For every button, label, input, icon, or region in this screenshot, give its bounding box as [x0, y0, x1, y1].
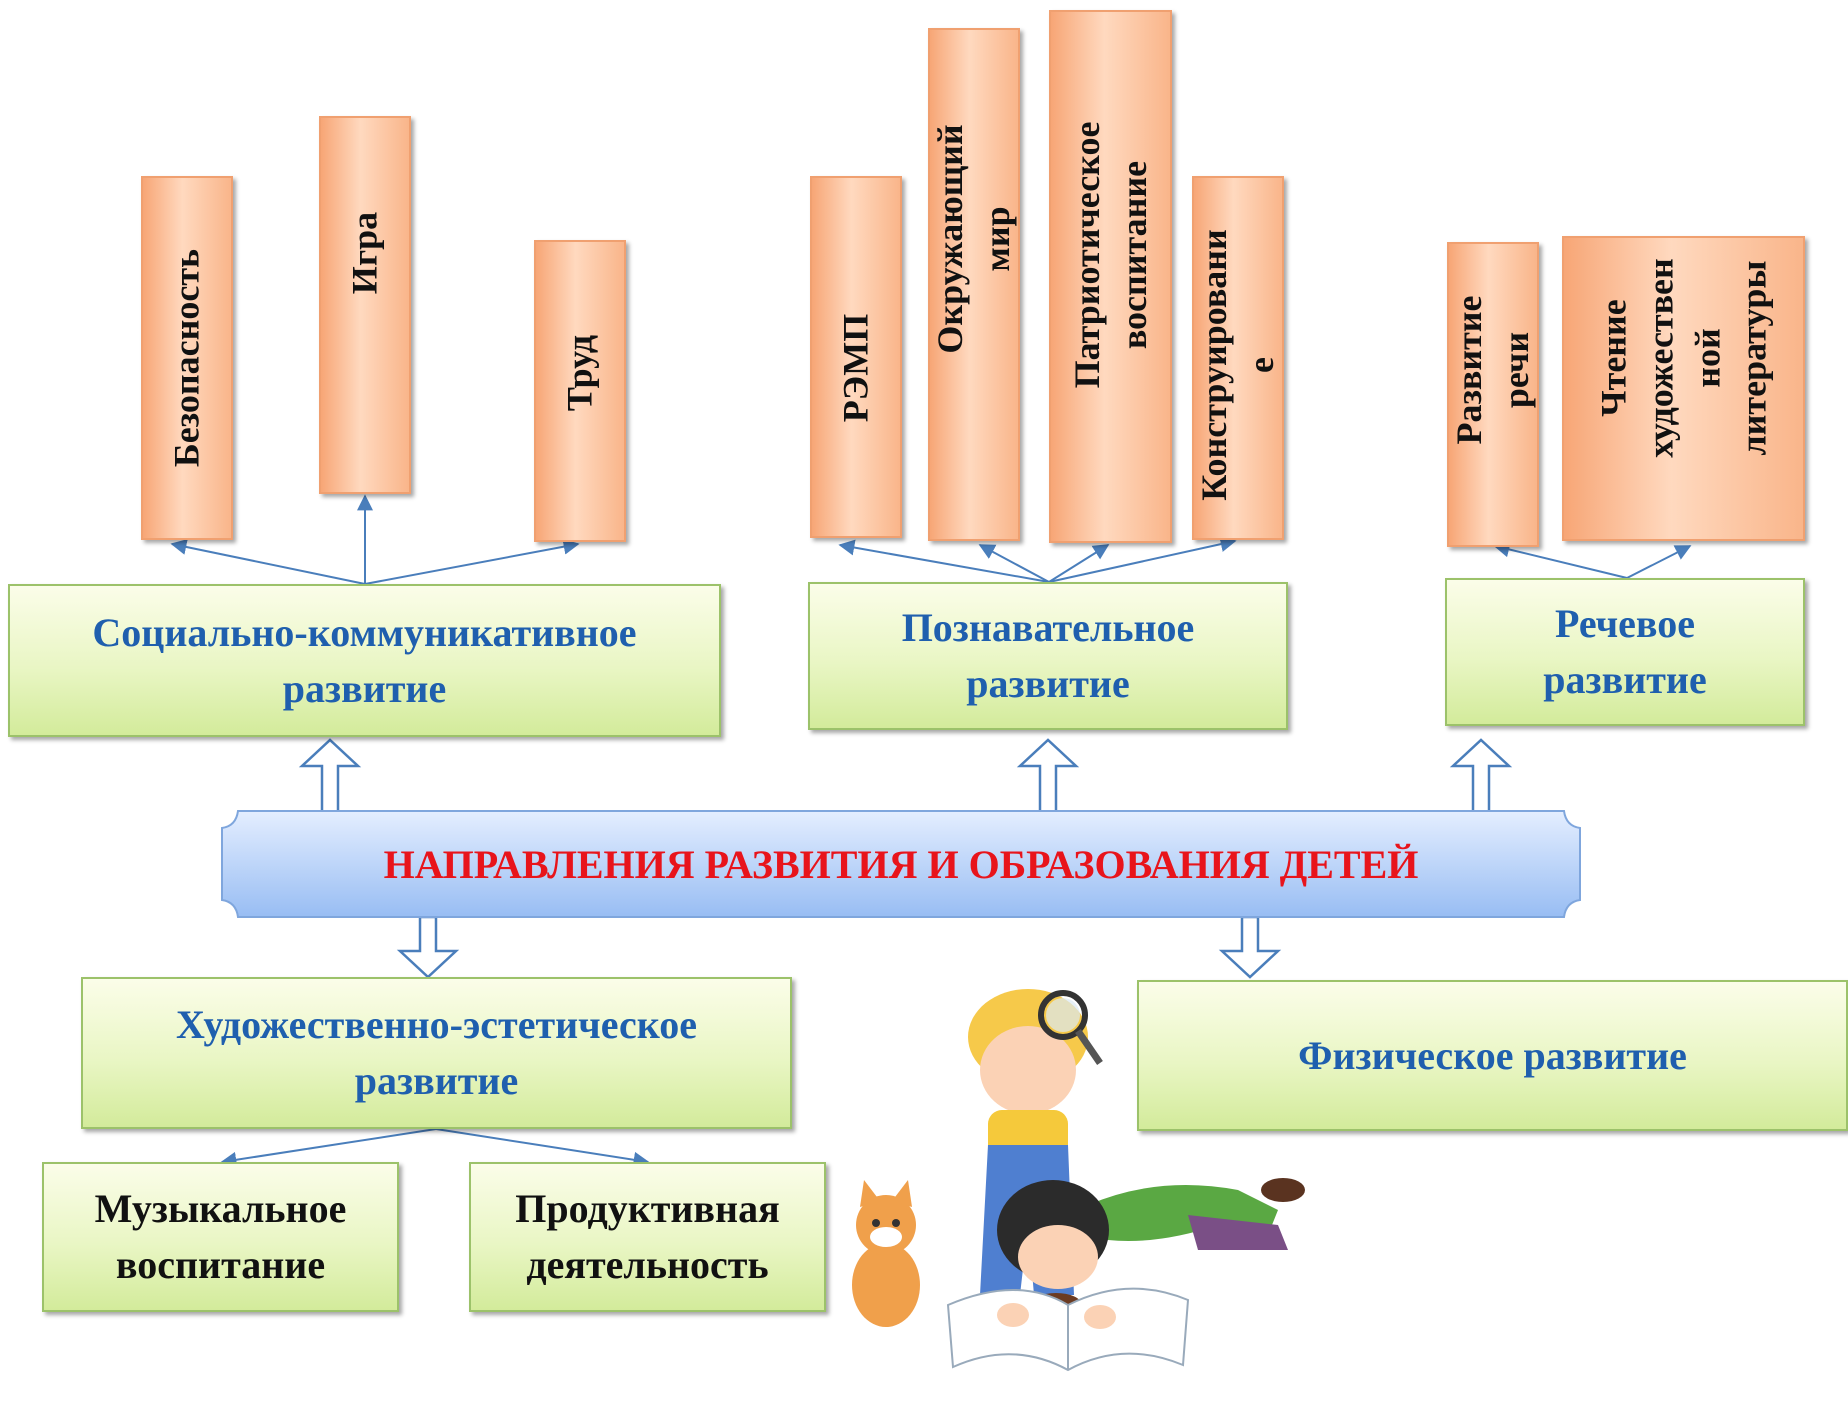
- area-artistic: Художественно-эстетическое развитие: [81, 977, 792, 1129]
- area-cognitive: Познавательное развитие: [808, 582, 1288, 730]
- arrow-up-social: [298, 738, 362, 814]
- artistic-connectors: [220, 1128, 650, 1168]
- arrow-up-cognitive: [1016, 738, 1080, 814]
- area-physical-label: Физическое развитие: [1298, 1032, 1687, 1078]
- subtopic-remp-label: РЭМП: [835, 313, 876, 422]
- center-banner: НАПРАВЛЕНИЯ РАЗВИТИЯ И ОБРАЗОВАНИЯ ДЕТЕЙ: [222, 811, 1580, 917]
- subtopic-construction: Конструировани е: [1192, 176, 1284, 540]
- subtopic-speech-dev: Развитие речи: [1447, 242, 1539, 547]
- subtopic-world: Окружающий мир: [928, 28, 1020, 541]
- subtopic-safety: Безопасность: [141, 176, 233, 540]
- subtopic-construction-label: Конструировани е: [1194, 229, 1281, 501]
- area-cognitive-label: Познавательное развитие: [901, 605, 1195, 706]
- subtopic-speech-dev-label: Развитие речи: [1449, 295, 1536, 445]
- subtopic-reading: Чтение художествен ной литературы: [1562, 236, 1805, 541]
- subtopic-patriotic-label: Патриотическое воспитание: [1066, 121, 1154, 389]
- social-connectors: [170, 494, 580, 585]
- subtopic-reading-label: Чтение художествен ной литературы: [1592, 258, 1774, 459]
- arrow-up-speech: [1449, 738, 1513, 814]
- area-speech: Речевое развитие: [1445, 578, 1805, 726]
- arrow-down-artistic: [396, 915, 460, 979]
- subtopic-patriotic: Патриотическое воспитание: [1049, 10, 1172, 543]
- arrow-down-physical: [1218, 915, 1282, 979]
- subtopic-remp: РЭМП: [810, 176, 902, 538]
- subtopic-play-label: Игра: [344, 211, 385, 294]
- area-social: Социально-коммуникативное развитие: [8, 584, 721, 737]
- subtopic-labor: Труд: [534, 240, 626, 542]
- subtopic-play: Игра: [319, 116, 411, 494]
- area-physical: Физическое развитие: [1137, 980, 1848, 1131]
- area-social-label: Социально-коммуникативное развитие: [92, 609, 637, 711]
- subtopic-music: Музыкальное воспитание: [42, 1162, 399, 1312]
- area-artistic-label: Художественно-эстетическое развитие: [176, 1002, 697, 1103]
- area-speech-label: Речевое развитие: [1543, 601, 1707, 702]
- speech-connectors: [1493, 541, 1692, 579]
- subtopic-world-label: Окружающий мир: [930, 124, 1017, 354]
- subtopic-safety-label: Безопасность: [166, 248, 207, 468]
- subtopic-productive-label: Продуктивная деятельность: [515, 1186, 780, 1287]
- center-banner-shape: [221, 810, 1581, 918]
- cognitive-connectors: [838, 536, 1237, 583]
- center-title: НАПРАВЛЕНИЯ РАЗВИТИЯ И ОБРАЗОВАНИЯ ДЕТЕЙ: [383, 841, 1419, 887]
- subtopic-labor-label: Труд: [559, 335, 600, 412]
- children-illustration-icon: [852, 989, 1305, 1372]
- subtopic-music-label: Музыкальное воспитание: [94, 1186, 347, 1287]
- subtopic-productive: Продуктивная деятельность: [469, 1162, 826, 1312]
